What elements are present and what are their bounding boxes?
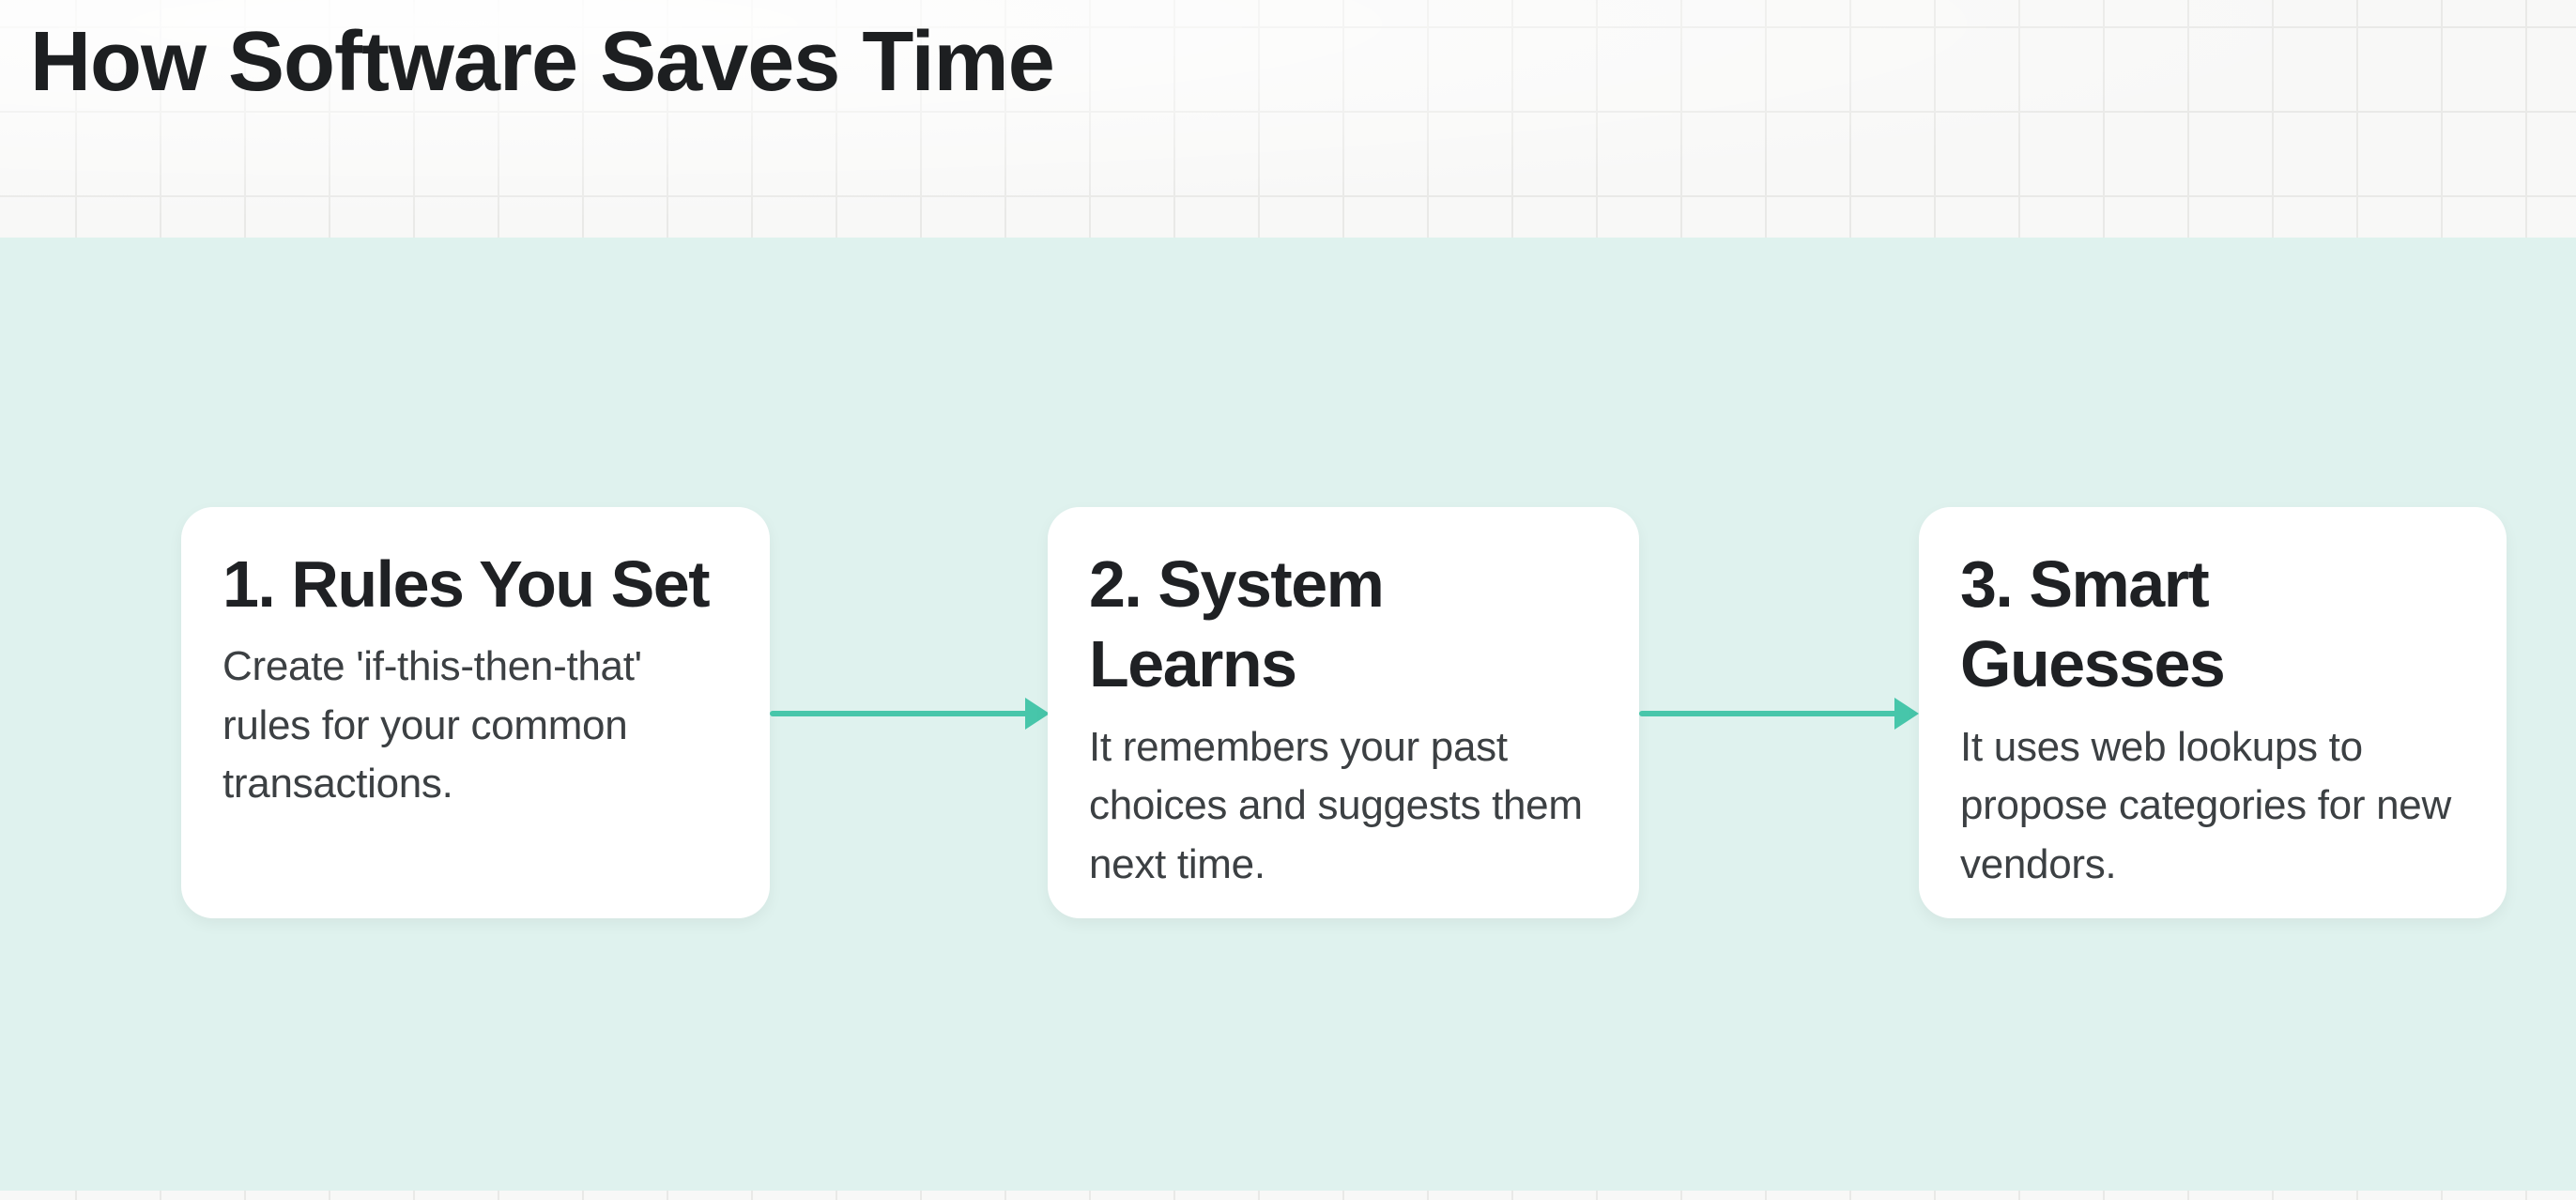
arrow-line [770, 711, 1033, 716]
flow-connector-2 [1639, 695, 1919, 732]
step-heading: 1. Rules You Set [222, 547, 711, 621]
step-description: It remembers your past choices and sugge… [1089, 723, 1583, 887]
step-description: It uses web lookups to propose categorie… [1960, 723, 2451, 887]
step-card-smart-guesses: 3. Smart Guesses It uses web lookups to … [1919, 507, 2507, 918]
flow-connector-1 [770, 695, 1050, 732]
step-heading: 3. Smart Guesses [1960, 547, 2226, 701]
step-heading: 2. System Learns [1089, 547, 1385, 701]
page-title: How Software Saves Time [30, 15, 1055, 109]
arrow-line [1639, 711, 1902, 716]
arrow-right-icon [1025, 698, 1050, 730]
step-description: Create 'if-this-then-that' rules for you… [222, 643, 642, 808]
step-card-rules-you-set: 1. Rules You Set Create 'if-this-then-th… [181, 507, 770, 918]
arrow-right-icon [1894, 698, 1919, 730]
step-card-system-learns: 2. System Learns It remembers your past … [1048, 507, 1639, 918]
